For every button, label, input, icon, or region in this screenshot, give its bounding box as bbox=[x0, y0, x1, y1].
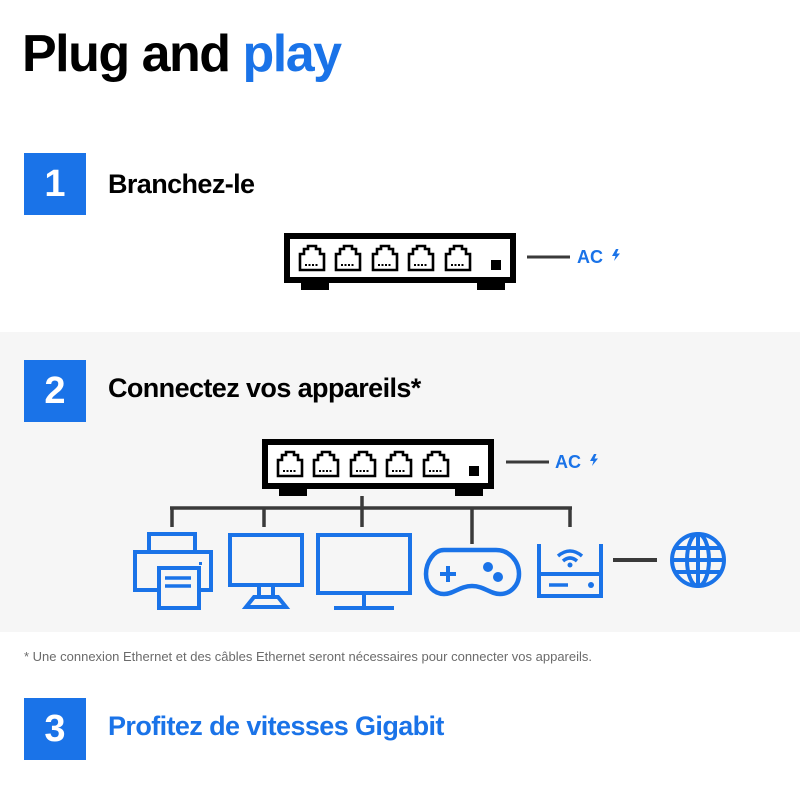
printer-icon bbox=[133, 532, 213, 610]
step-2-label: Connectez vos appareils* bbox=[108, 373, 421, 403]
tv-icon bbox=[316, 533, 412, 610]
lightning-bolt-icon bbox=[590, 454, 598, 466]
step-3-badge: 3 bbox=[24, 698, 86, 760]
switch-device-step1 bbox=[287, 236, 513, 290]
globe-icon bbox=[670, 532, 726, 588]
lightning-bolt-icon bbox=[612, 249, 620, 261]
switch-device-step2 bbox=[265, 442, 491, 496]
wifi-router-icon bbox=[537, 544, 603, 598]
step-2-badge: 2 bbox=[24, 360, 86, 422]
page-title: Plug and play bbox=[22, 25, 343, 83]
power-label-step1: AC bbox=[577, 247, 603, 267]
title-main: Plug and bbox=[22, 25, 243, 83]
step-1-badge: 1 bbox=[24, 153, 86, 215]
step-1-label: Branchez-le bbox=[108, 169, 255, 199]
gamepad-icon bbox=[423, 547, 522, 597]
step-3-label: Profitez de vitesses Gigabit bbox=[108, 711, 444, 741]
desktop-monitor-icon bbox=[228, 533, 304, 609]
footnote: * Une connexion Ethernet et des câbles E… bbox=[24, 649, 593, 664]
network-tree-lines bbox=[170, 496, 572, 544]
power-label-step2: AC bbox=[555, 452, 581, 472]
title-accent: play bbox=[242, 25, 343, 83]
